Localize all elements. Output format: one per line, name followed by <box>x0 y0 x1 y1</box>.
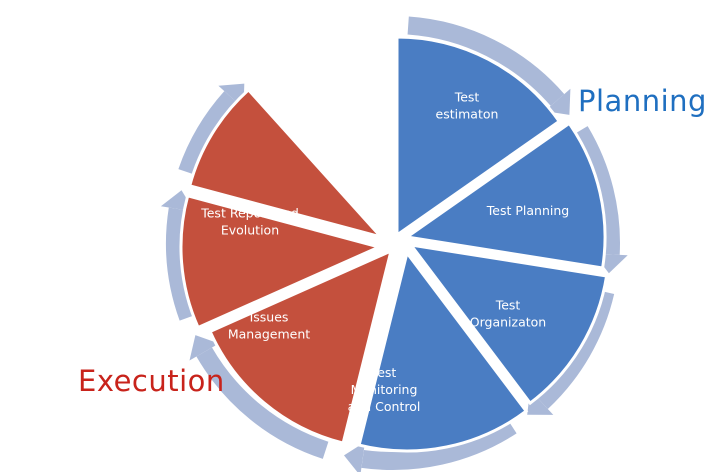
segment-test-planning <box>407 242 609 406</box>
segment-label-line: Management <box>228 327 310 342</box>
cycle-arrowhead <box>344 442 365 476</box>
segment-label-line: Test Report and <box>200 206 299 221</box>
segment-label-line: Test <box>495 298 521 313</box>
segment-test-estimation <box>403 121 607 270</box>
segment-label-test-planning: Test Planning <box>486 203 569 218</box>
segment-test-organization <box>357 249 529 453</box>
segment-test-monitoring <box>208 248 394 445</box>
cycle-arrow-arc <box>407 16 565 106</box>
cycle-arrows <box>160 16 628 476</box>
segment-label-line: Issues <box>250 310 289 325</box>
cycle-arrow-arc <box>196 347 329 459</box>
segment-risk-analysis <box>395 35 562 238</box>
segment-label-line: Organizaton <box>470 315 546 330</box>
cycle-arrow-arc <box>361 418 517 470</box>
segment-label-line: Evolution <box>221 223 279 238</box>
segment-label-line: Monitoring <box>351 382 418 397</box>
segment-label-line: Test <box>371 365 397 380</box>
segment-label-risk-analysis: Risk analysis <box>296 98 377 113</box>
segment-label-line: Risk analysis <box>296 98 377 113</box>
cycle-arrow-arc <box>572 126 620 255</box>
cycle-arrow-arc <box>166 207 197 321</box>
cycle-arrow-arc <box>178 91 238 176</box>
segment-label-line: and Control <box>348 399 421 414</box>
segment-label-test-estimation: Test estimaton <box>436 90 499 122</box>
segment-label-line: Test <box>454 90 480 105</box>
planning-phase-label: Planning <box>578 84 707 118</box>
segment-label-line: Test Planning <box>486 203 569 218</box>
execution-phase-label: Execution <box>78 364 225 398</box>
segment-label-line: estimaton <box>436 107 499 122</box>
segment-issues-management <box>179 193 384 330</box>
cycle-arrow-arc <box>535 289 615 409</box>
cycle-arrowhead <box>189 335 219 361</box>
segment-test-report <box>187 87 386 240</box>
